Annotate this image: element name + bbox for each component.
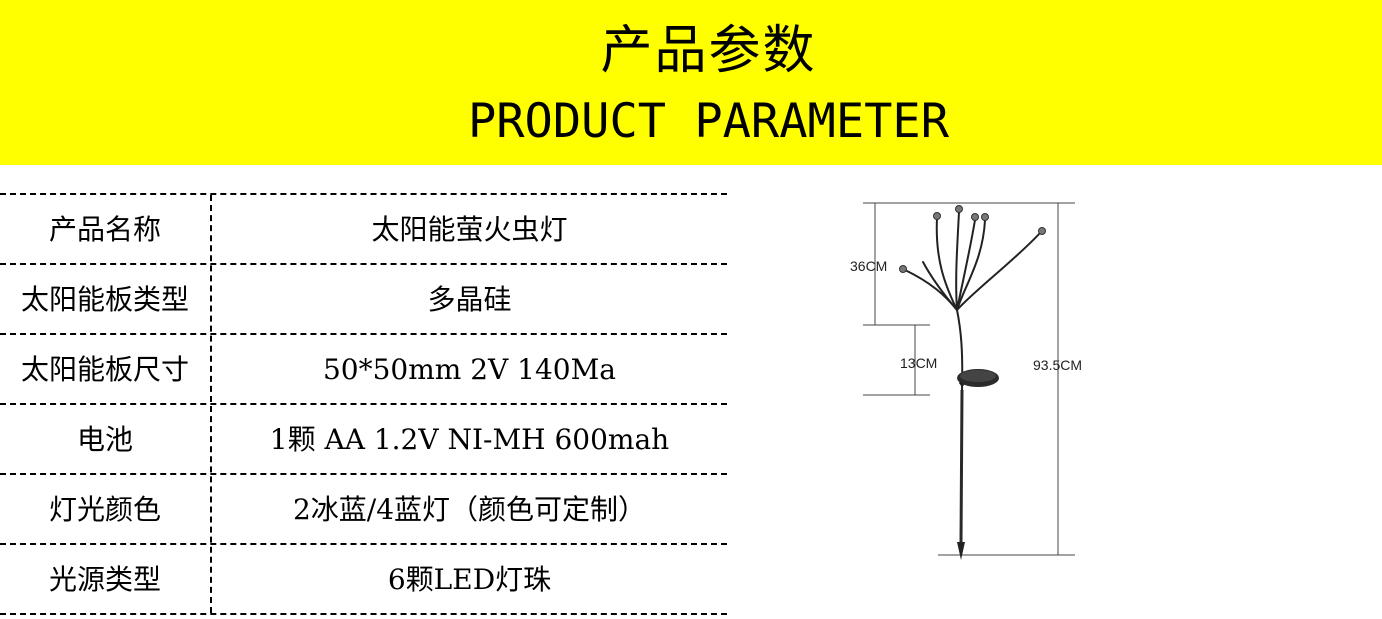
table-row: 电池 1颗 AA 1.2V NI-MH 600mah xyxy=(0,405,727,475)
table-divider xyxy=(0,333,727,335)
table-row: 光源类型 6颗LED灯珠 xyxy=(0,545,727,615)
row-label: 太阳能板尺寸 xyxy=(20,353,189,386)
row-label: 光源类型 xyxy=(48,563,161,596)
table-row: 产品名称 太阳能萤火虫灯 xyxy=(0,195,727,265)
page-title-cn: 产品参数 xyxy=(600,21,817,81)
row-value: 1颗 AA 1.2V NI-MH 600mah xyxy=(269,423,670,456)
row-value: 2冰蓝/4蓝灯（颜色可定制） xyxy=(292,493,647,526)
table-divider xyxy=(0,543,727,545)
table-divider xyxy=(0,473,727,475)
row-label: 产品名称 xyxy=(48,213,161,246)
table-row: 灯光颜色 2冰蓝/4蓝灯（颜色可定制） xyxy=(0,475,727,545)
row-label: 电池 xyxy=(76,423,133,456)
row-label: 灯光颜色 xyxy=(48,493,161,526)
table-row: 太阳能板类型 多晶硅 xyxy=(0,265,727,335)
table-column-divider xyxy=(210,195,212,613)
firefly-light-icon xyxy=(899,205,1046,560)
table-divider xyxy=(0,613,727,615)
table-divider xyxy=(0,193,727,195)
header-banner: 产品参数 PRODUCT PARAMETER xyxy=(0,0,1382,165)
table-divider xyxy=(0,263,727,265)
row-value: 多晶硅 xyxy=(427,283,512,316)
dimension-label-13cm: 13CM xyxy=(900,355,937,371)
table-row: 太阳能板尺寸 50*50mm 2V 140Ma xyxy=(0,335,727,405)
row-value: 50*50mm 2V 140Ma xyxy=(322,353,616,386)
row-value: 6颗LED灯珠 xyxy=(387,563,552,596)
row-label: 太阳能板类型 xyxy=(20,283,189,316)
table-divider xyxy=(0,403,727,405)
dimension-label-36cm: 36CM xyxy=(850,258,887,274)
dimension-label-93-5cm: 93.5CM xyxy=(1033,357,1082,373)
row-value: 太阳能萤火虫灯 xyxy=(371,213,568,246)
product-dimension-diagram: 36CM 13CM 93.5CM xyxy=(850,202,1082,560)
page-title-en: PRODUCT PARAMETER xyxy=(467,94,950,149)
